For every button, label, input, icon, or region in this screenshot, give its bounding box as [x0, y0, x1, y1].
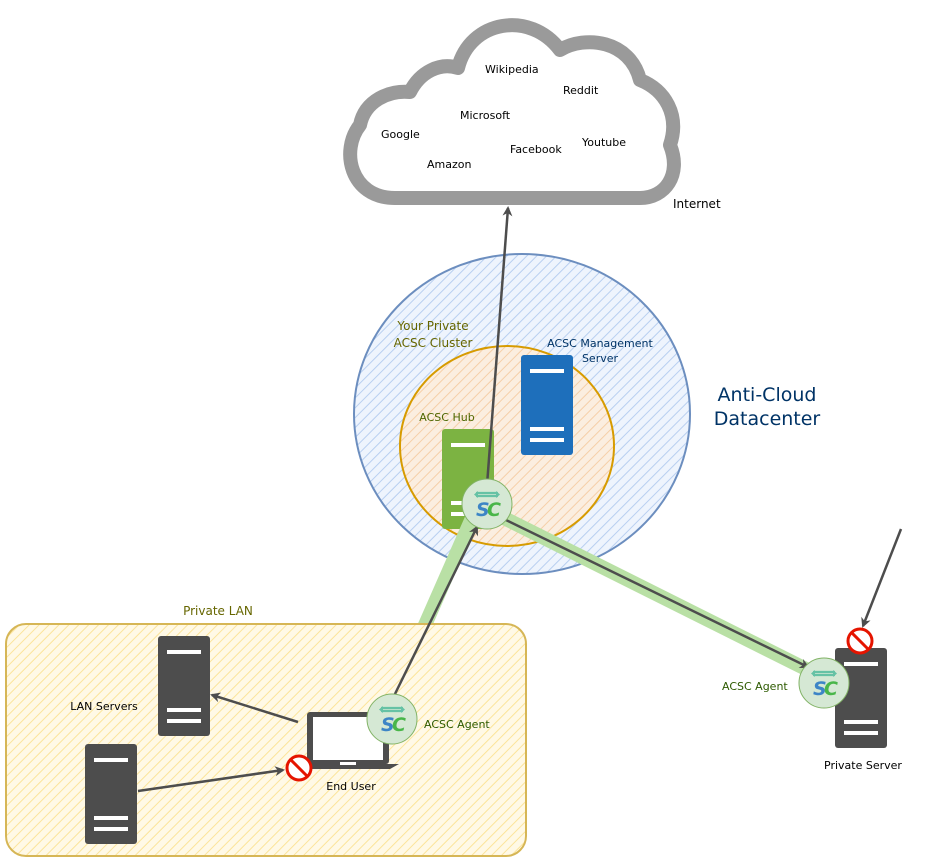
lan-servers-label: LAN Servers	[70, 700, 138, 713]
arrow-hub-to-internet	[485, 206, 513, 486]
internet-cloud: Wikipedia Reddit Microsoft Google Youtub…	[343, 18, 721, 211]
site-amazon: Amazon	[427, 158, 471, 171]
site-microsoft: Microsoft	[460, 109, 511, 122]
arrow-enduser-to-hub	[391, 525, 479, 699]
private-server-group: Private Server ACSC Agent	[722, 648, 902, 772]
lan-box	[5, 623, 527, 857]
site-facebook: Facebook	[510, 143, 562, 156]
arrow-enduser-to-lan-server	[210, 692, 299, 724]
connections	[137, 206, 903, 793]
site-youtube: Youtube	[581, 136, 626, 149]
arrow-lan-server-to-enduser	[137, 766, 285, 793]
lan-server-icon-2	[85, 744, 137, 844]
lan-server-icon-1	[158, 636, 210, 736]
site-reddit: Reddit	[563, 84, 599, 97]
cluster-label-line2: ACSC Cluster	[394, 336, 473, 350]
private-server-agent-label: ACSC Agent	[722, 680, 788, 693]
site-google: Google	[381, 128, 420, 141]
datacenter-title-line2: Datacenter	[714, 408, 821, 430]
arrow-hub-to-private-server	[505, 518, 810, 669]
lan-agent-label: ACSC Agent	[424, 718, 490, 731]
hub-label: ACSC Hub	[419, 411, 474, 424]
private-lan: Private LAN LAN Servers End User ACSC Ag…	[5, 604, 527, 857]
lan-title: Private LAN	[183, 604, 253, 618]
datacenter-title-line1: Anti-Cloud	[718, 384, 817, 406]
mgmt-label-line2: Server	[582, 352, 619, 365]
private-server-acsc-badge-icon	[797, 656, 851, 710]
cluster-label-line1: Your Private	[396, 319, 468, 333]
private-server-blocked-icon	[846, 627, 874, 655]
anti-cloud-datacenter: Anti-Cloud Datacenter Your Private ACSC …	[353, 253, 821, 575]
arrow-external-to-private-server	[861, 528, 903, 628]
site-wikipedia: Wikipedia	[485, 63, 539, 76]
mgmt-label-line1: ACSC Management	[547, 337, 653, 350]
enduser-acsc-badge-icon	[365, 692, 419, 746]
cloud-icon	[343, 18, 681, 205]
internet-label: Internet	[673, 197, 721, 211]
mgmt-server-icon	[521, 355, 573, 455]
enduser-blocked-icon	[285, 754, 313, 782]
hub-acsc-badge-icon	[460, 477, 514, 531]
end-user-label: End User	[326, 780, 376, 793]
private-server-label: Private Server	[824, 759, 902, 772]
